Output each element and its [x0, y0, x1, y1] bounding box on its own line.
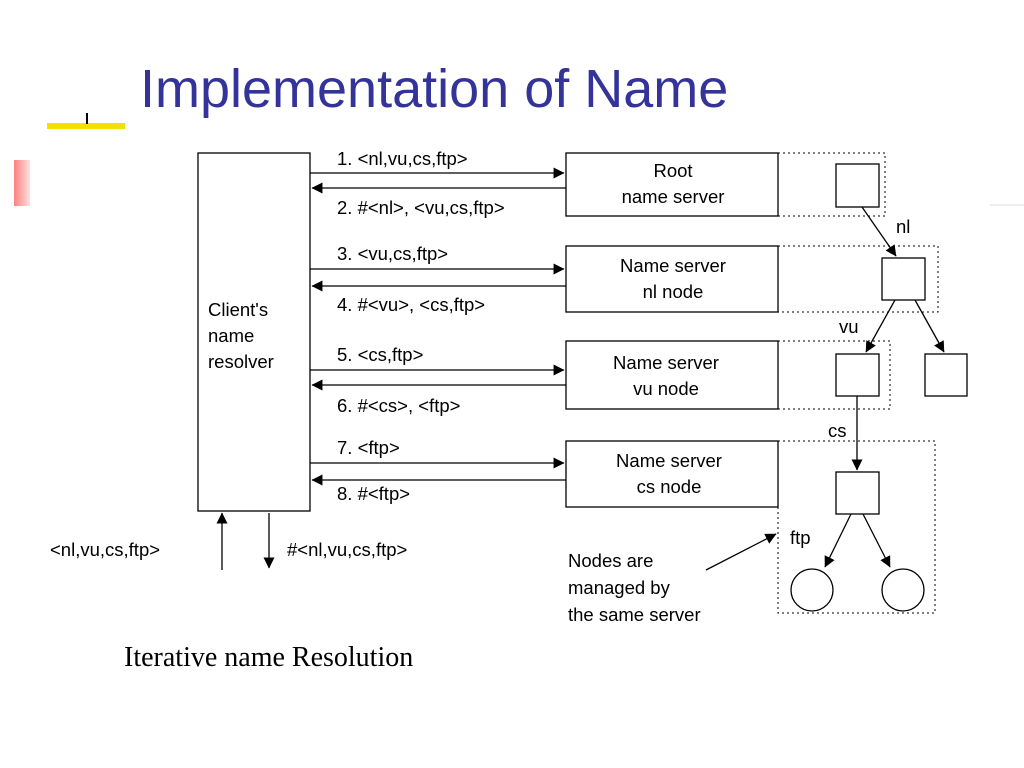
nl-server-line1: Name server: [620, 255, 726, 276]
vu-node-server-box: [565, 340, 779, 410]
message-label-7: 7. <ftp>: [337, 437, 400, 458]
message-label-3: 3. <vu,cs,ftp>: [337, 243, 448, 264]
message-label-6: 6. #<cs>, <ftp>: [337, 395, 460, 416]
tree-leaf-ftp: [790, 568, 834, 612]
output-label: #<nl,vu,cs,ftp>: [287, 539, 407, 560]
slide-title: Implementation of Name: [140, 59, 729, 119]
message-label-4: 4. #<vu>, <cs,ftp>: [337, 294, 485, 315]
cs-server-line1: Name server: [616, 450, 722, 471]
client-resolver-label-3: resolver: [208, 351, 274, 372]
note-line-3: the same server: [568, 604, 701, 625]
tree-node-nl: [881, 257, 926, 301]
note-line-1: Nodes are: [568, 550, 653, 571]
edge-label-nl: nl: [896, 216, 910, 237]
tree-edge-ftp: [824, 513, 852, 568]
nl-region-dashed: [777, 245, 939, 313]
cs-server-line2: cs node: [637, 476, 702, 497]
client-resolver-label-2: name: [208, 325, 254, 346]
nl-node-server-box: [565, 245, 779, 313]
edge-label-vu: vu: [839, 316, 859, 337]
tree-node-cs: [835, 471, 880, 515]
edge-label-cs: cs: [828, 420, 847, 441]
nl-server-line2: nl node: [643, 281, 704, 302]
root-server-line1: Root: [653, 160, 692, 181]
tree-edge-other: [862, 513, 891, 568]
root-server-line2: name server: [622, 186, 725, 207]
accent-tick: [86, 113, 88, 124]
faint-accent-line: [990, 204, 1024, 206]
note-pointer-arrow: [705, 533, 777, 571]
red-accent-block: [14, 160, 30, 206]
vu-server-line2: vu node: [633, 378, 699, 399]
input-label: <nl,vu,cs,ftp>: [50, 539, 160, 560]
message-label-8: 8. #<ftp>: [337, 483, 410, 504]
figure-caption: Iterative name Resolution: [124, 642, 414, 673]
tree-node-nl-sibling: [924, 353, 968, 397]
message-label-2: 2. #<nl>, <vu,cs,ftp>: [337, 197, 505, 218]
root-name-server-box: [565, 152, 779, 217]
message-label-5: 5. <cs,ftp>: [337, 344, 423, 365]
vu-server-line1: Name server: [613, 352, 719, 373]
note-line-2: managed by: [568, 577, 671, 598]
cs-node-server-box: [565, 440, 779, 508]
tree-edge-nl-sibling: [914, 299, 945, 353]
tree-node-vu: [835, 353, 880, 397]
tree-node-root: [835, 163, 880, 208]
edge-label-ftp: ftp: [790, 527, 811, 548]
client-resolver-label-1: Client's: [208, 299, 268, 320]
client-resolver-box: [197, 152, 311, 512]
tree-edge-nl: [861, 206, 897, 257]
vu-region-dashed: [777, 340, 891, 410]
yellow-accent-bar: [47, 123, 125, 129]
tree-edge-vu: [865, 299, 896, 353]
tree-leaf-other: [881, 568, 925, 612]
message-label-1: 1. <nl,vu,cs,ftp>: [337, 148, 468, 169]
